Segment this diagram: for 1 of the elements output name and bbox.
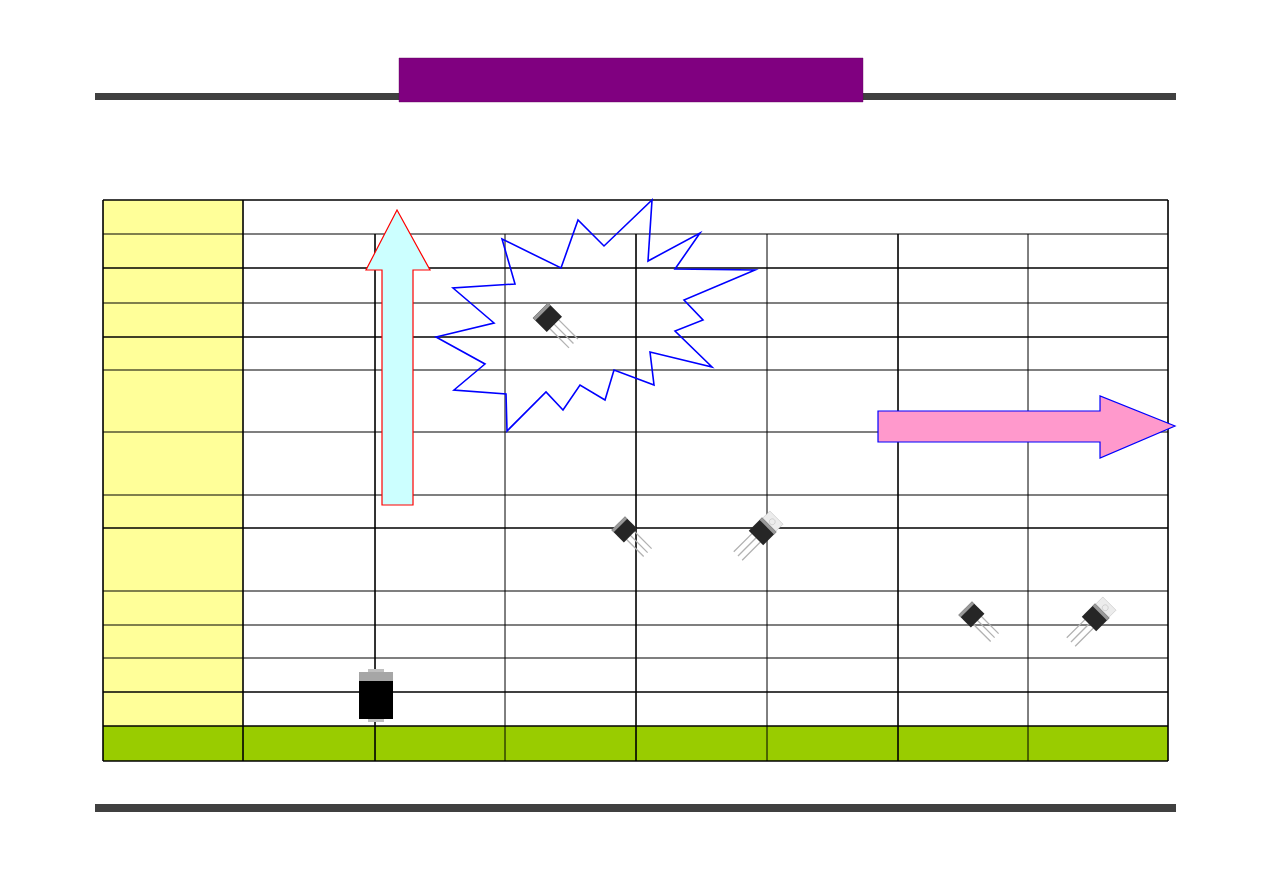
title-banner — [398, 57, 864, 103]
